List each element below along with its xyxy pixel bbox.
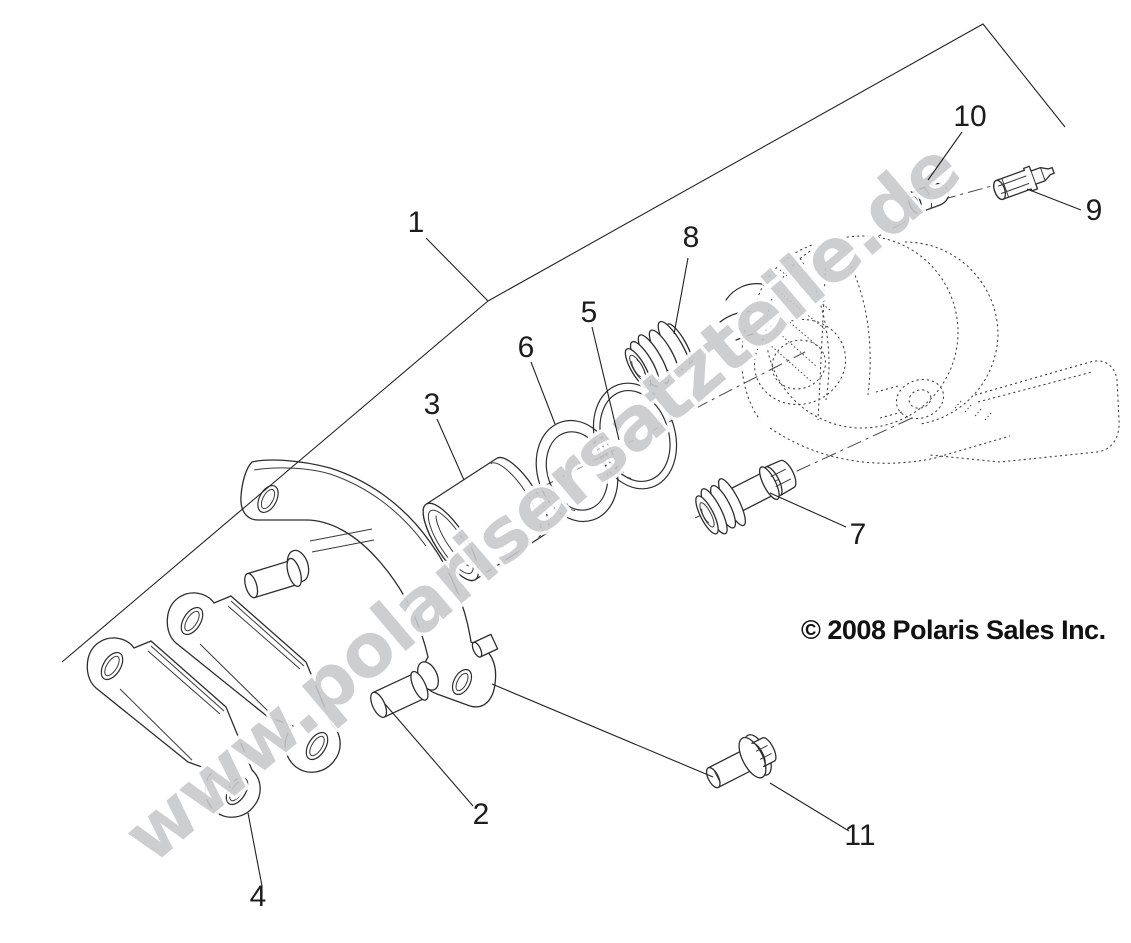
- caliper-piston: [422, 456, 550, 582]
- caliper-housing-back-rim: [904, 241, 999, 425]
- callout-1: 1: [408, 206, 425, 239]
- bracket-upper-slot: [257, 484, 279, 514]
- caliper-hatch-texture: [759, 269, 993, 421]
- callout-labels: 1 2 3 4 5 6 7 8 9 10 11: [250, 100, 1103, 913]
- caliper-bridge-line-b: [843, 251, 871, 396]
- callout-2: 2: [473, 798, 490, 831]
- piston-seal-ring: [592, 382, 678, 490]
- leader-11-to-bracket: [491, 683, 714, 778]
- callout-9: 9: [1086, 194, 1103, 227]
- leader-8: [673, 257, 689, 335]
- bleeder-screw: [993, 165, 1055, 201]
- callout-8: 8: [683, 221, 700, 254]
- copyright-text: © 2008 Polaris Sales Inc.: [801, 615, 1106, 645]
- caliper-bore-opening: [753, 318, 847, 406]
- o-ring: [535, 419, 619, 523]
- caliper-bridge-line-a: [799, 257, 830, 401]
- leader-2: [384, 703, 474, 807]
- leader-1-branch-left: [61, 300, 489, 663]
- caliper-ear-boss-lines: [875, 385, 903, 419]
- callout-7: 7: [850, 518, 867, 551]
- leader-1-branch-right: [487, 23, 1066, 302]
- bracket-edge-thickness: [253, 467, 427, 547]
- caliper-bottom-edge: [769, 427, 1011, 464]
- callout-3: 3: [424, 388, 441, 421]
- callout-5: 5: [581, 296, 598, 329]
- bleeder-cap: [907, 182, 950, 214]
- mounting-bracket: [240, 459, 499, 718]
- leader-10: [927, 131, 963, 181]
- piston-dust-boot: [624, 320, 693, 389]
- callout-4: 4: [250, 880, 267, 913]
- caliper-foot-inner-line: [977, 371, 1093, 403]
- leader-7: [769, 492, 847, 528]
- slide-pin-bolt: [695, 459, 797, 535]
- caliper-body-drawing: [719, 235, 1120, 464]
- leader-6: [530, 361, 556, 425]
- bracket-stub-pin: [471, 633, 499, 658]
- caliper-abutment-details: [719, 283, 763, 341]
- bracket-plate: [240, 459, 497, 708]
- callout-11: 11: [844, 819, 875, 852]
- leader-3: [436, 418, 465, 481]
- caliper-housing-outline: [765, 235, 959, 429]
- caliper-left-lower-silhouette: [741, 329, 761, 421]
- leader-1: [425, 237, 489, 302]
- caliper-right-foot: [929, 360, 1120, 463]
- bracket-lower-slot: [451, 668, 473, 696]
- caliper-inner-vertical: [817, 257, 827, 421]
- bracket-slide-pin-upper: [244, 549, 310, 599]
- watermark-text: www.polarisersatzteile.de: [108, 125, 976, 880]
- callout-6: 6: [518, 331, 535, 364]
- leader-9: [1026, 188, 1082, 211]
- callout-10: 10: [953, 100, 986, 133]
- bracket-through-rod: [309, 528, 375, 553]
- leader-11: [769, 782, 850, 832]
- caliper-mount-ear: [895, 378, 945, 420]
- leader-lines: [61, 23, 1082, 887]
- mounting-bolt: [705, 734, 777, 789]
- leader-5: [591, 326, 620, 441]
- leader-4: [247, 812, 263, 887]
